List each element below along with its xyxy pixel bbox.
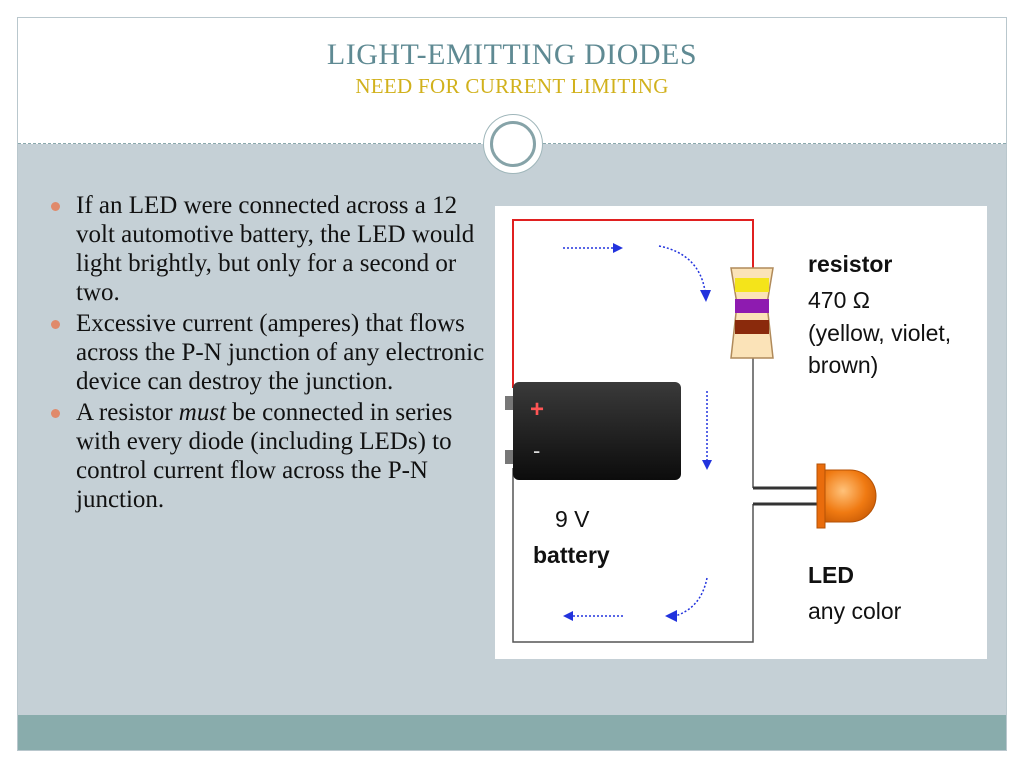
resistor-band-brown	[735, 320, 769, 334]
current-arrow-top-head	[613, 243, 623, 253]
decorative-ring-icon	[483, 114, 543, 174]
resistor-bands-line1: (yellow, violet,	[808, 320, 952, 346]
battery-voltage: 9 V	[555, 506, 590, 532]
wire-bottom	[512, 468, 754, 643]
resistor-icon	[730, 267, 774, 359]
resistor-bands-line2: brown)	[808, 352, 879, 378]
battery-minus-label: -	[533, 438, 540, 463]
circuit-svg: + -	[505, 219, 877, 643]
battery-plus-label: +	[530, 396, 544, 423]
led-subtitle: any color	[808, 598, 902, 624]
bullet-text-before: A resistor	[76, 399, 179, 426]
led-title: LED	[808, 562, 854, 588]
bullet-text-after: be connected in series with every diode …	[76, 399, 453, 513]
bullet-item: Excessive current (amperes) that flows a…	[51, 309, 491, 396]
current-arrow-curve-bottom-head	[665, 610, 677, 622]
bullet-item: If an LED were connected across a 12 vol…	[51, 191, 491, 307]
bullet-dot-icon	[51, 202, 60, 211]
resistor-band-violet	[735, 299, 769, 313]
bullet-emphasis: must	[178, 399, 227, 426]
wire-red	[512, 219, 754, 388]
resistor-band-yellow	[735, 278, 769, 292]
bullet-item: A resistor must be connected in series w…	[51, 398, 491, 514]
slide-subtitle: NEED FOR CURRENT LIMITING	[355, 74, 669, 98]
decorative-ring-inner	[490, 121, 536, 167]
current-arrow-bottom-head	[563, 611, 573, 621]
battery-title: battery	[533, 542, 610, 568]
circuit-diagram: + - resistor 470 Ω (yellow, violet, brow…	[495, 206, 987, 659]
current-arrow-curve-top	[658, 245, 706, 292]
current-arrow-mid-head	[702, 460, 712, 470]
bullet-text: Excessive current (amperes) that flows a…	[76, 310, 485, 395]
led-icon	[816, 463, 877, 529]
bullet-dot-icon	[51, 320, 60, 329]
current-arrow-curve-top-head	[700, 290, 711, 302]
bullet-dot-icon	[51, 409, 60, 418]
bullet-text: If an LED were connected across a 12 vol…	[76, 192, 475, 306]
bullet-list: If an LED were connected across a 12 vol…	[51, 191, 491, 516]
resistor-title: resistor	[808, 251, 893, 277]
slide-footer-bar	[18, 715, 1006, 750]
battery-icon: + -	[505, 382, 681, 480]
slide-title: LIGHT-EMITTING DIODES	[326, 38, 698, 71]
resistor-value: 470 Ω	[808, 287, 870, 313]
slide-frame: LIGHT-EMITTING DIODES NEED FOR CURRENT L…	[17, 17, 1007, 751]
current-arrow-curve-bottom	[674, 577, 708, 617]
